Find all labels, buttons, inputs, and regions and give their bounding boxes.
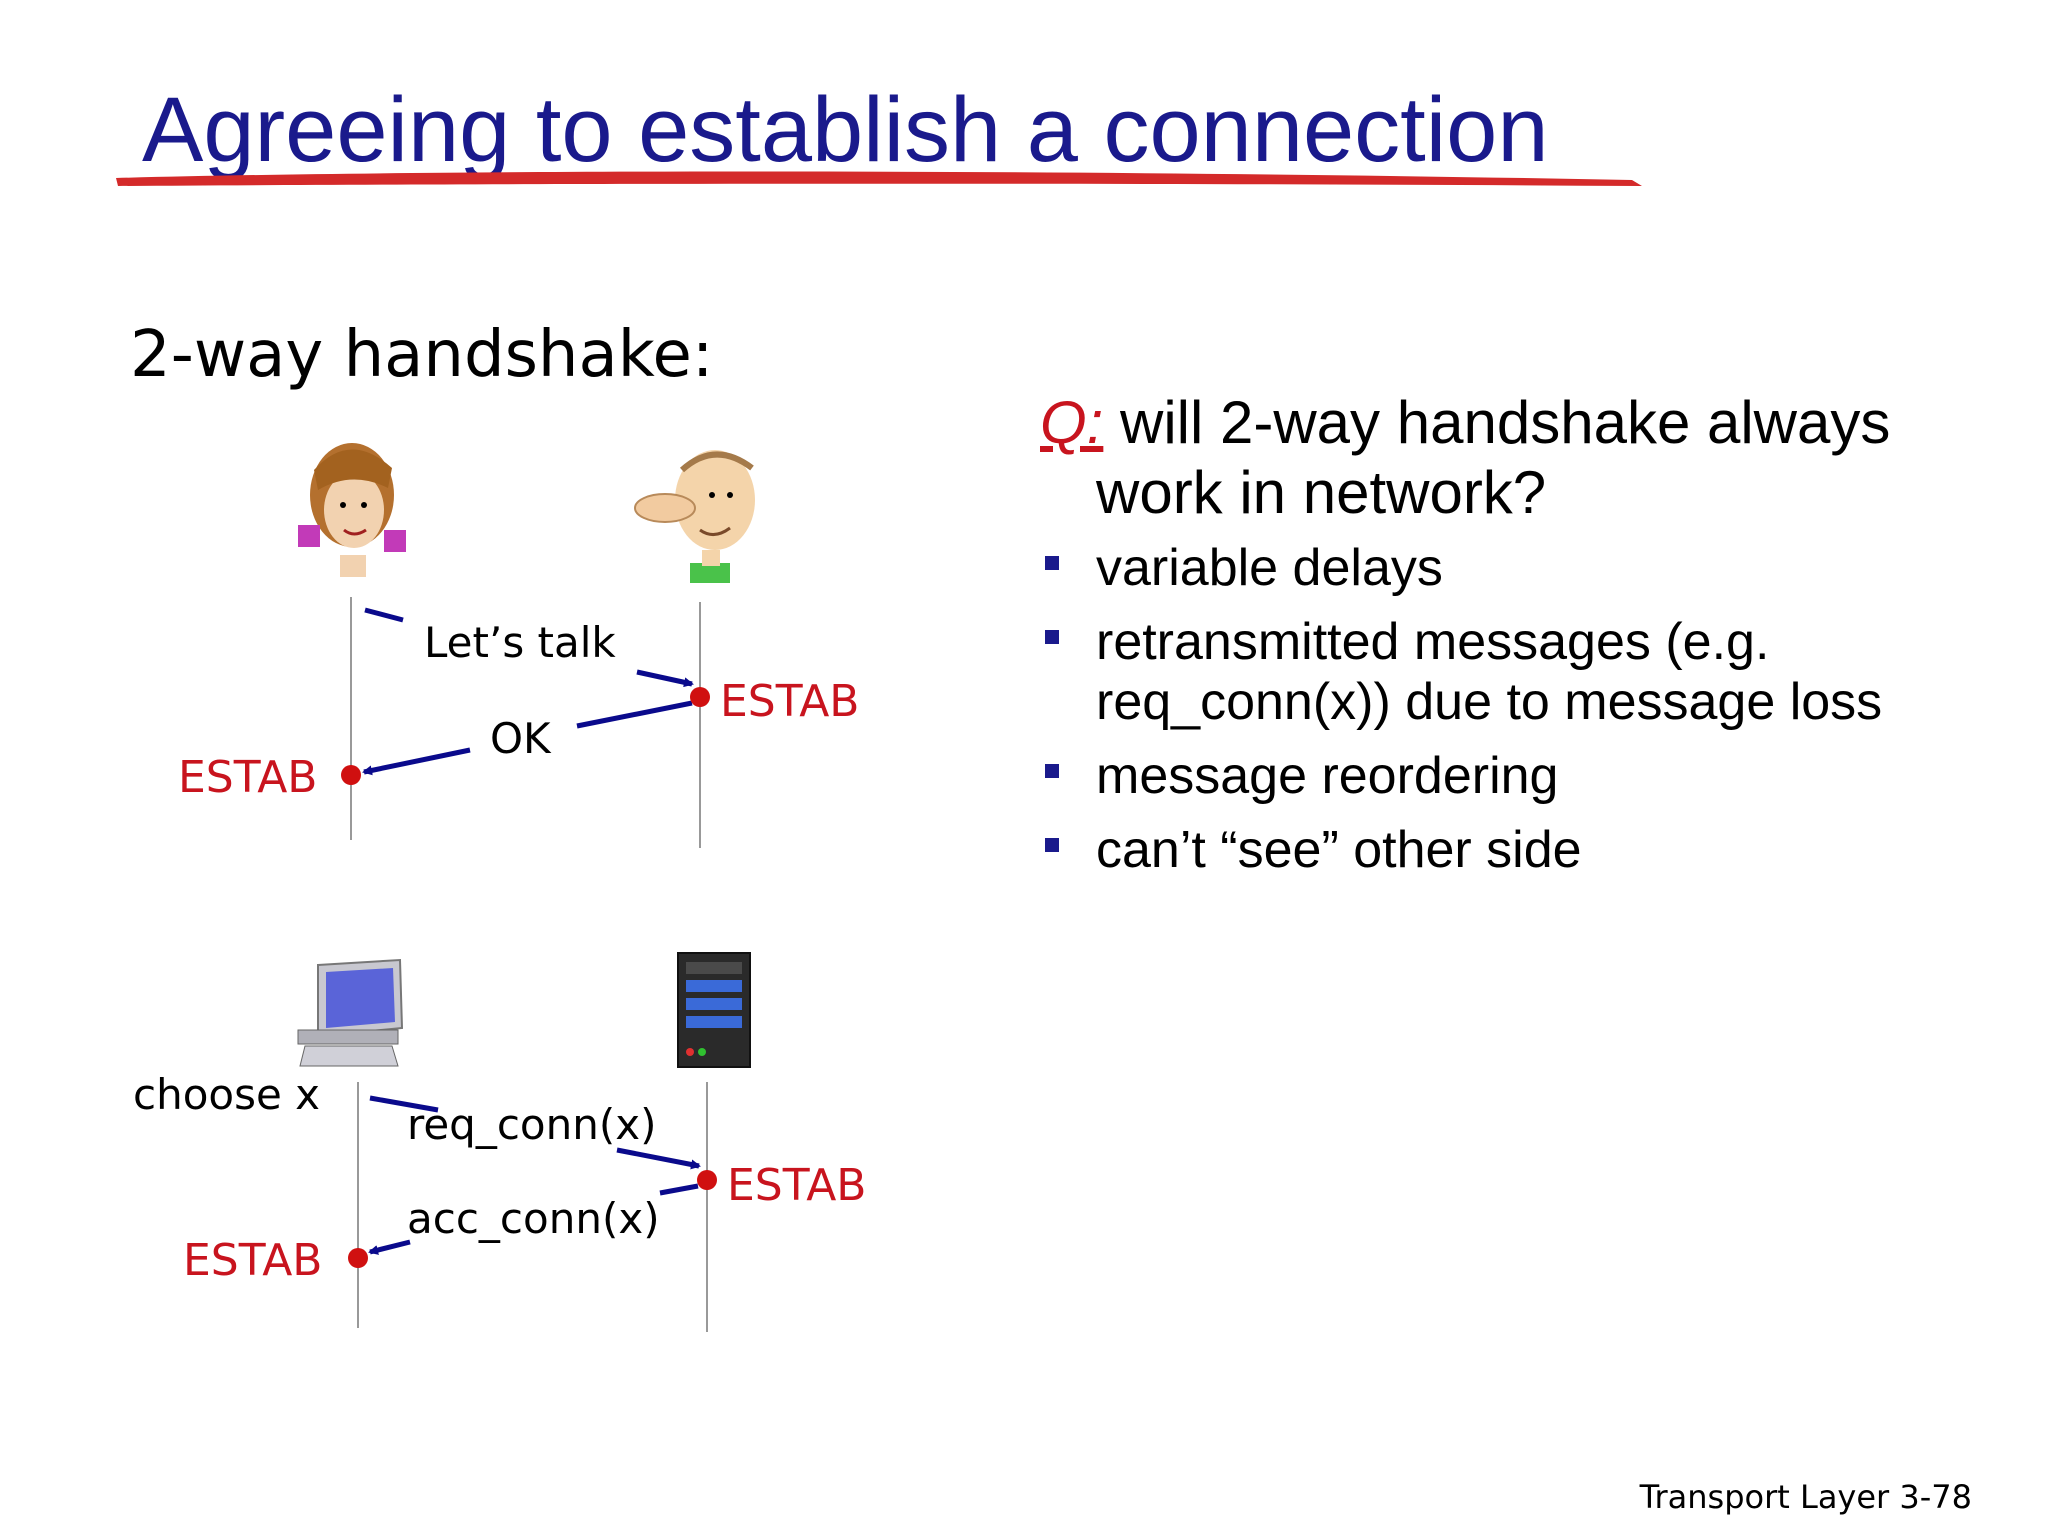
bottom-right-estab-dot <box>697 1170 717 1190</box>
acc-conn-label: acc_conn(x) <box>407 1194 660 1243</box>
list-item: can’t “see” other side <box>1040 820 2000 880</box>
page-number: 3-78 <box>1899 1478 1972 1516</box>
server-icon <box>677 952 751 1068</box>
bottom-left-estab-dot <box>348 1248 368 1268</box>
list-item: retransmitted messages (e.g.req_conn(x))… <box>1040 612 2000 732</box>
question-line-1: Q: will 2-way handshake always <box>1040 388 2000 458</box>
bullet-square-icon <box>1045 838 1059 852</box>
lets-talk-arrow <box>636 669 694 688</box>
issues-list: variable delays retransmitted messages (… <box>1040 538 2000 880</box>
question-line-2: work in network? <box>1096 459 1547 526</box>
ok-arrow-start <box>576 700 693 729</box>
bullet-square-icon <box>1045 764 1059 778</box>
req-conn-arrow-start <box>369 1095 439 1113</box>
list-item: message reordering <box>1040 746 2000 806</box>
man-avatar-icon <box>634 450 755 583</box>
lets-talk-label: Let’s talk <box>424 618 616 667</box>
top-right-estab-label: ESTAB <box>720 676 860 727</box>
woman-avatar-icon <box>298 443 406 577</box>
bottom-right-estab-label: ESTAB <box>727 1160 867 1211</box>
section-subtitle: 2-way handshake: <box>130 318 714 392</box>
acc-conn-arrow <box>368 1239 411 1255</box>
req-conn-label: req_conn(x) <box>407 1100 657 1149</box>
question-prefix: Q: <box>1040 389 1104 456</box>
bullet-square-icon <box>1045 556 1059 570</box>
bottom-left-estab-label: ESTAB <box>183 1235 323 1286</box>
list-item: variable delays <box>1040 538 2000 598</box>
top-left-estab-dot <box>341 765 361 785</box>
top-right-estab-dot <box>690 687 710 707</box>
req-conn-arrow <box>616 1147 701 1170</box>
top-left-estab-label: ESTAB <box>178 752 318 803</box>
footer-section: Transport Layer <box>1639 1478 1890 1516</box>
page-title: Agreeing to establish a connection <box>142 79 1549 181</box>
choose-x-label: choose x <box>133 1070 321 1119</box>
desktop-computer-icon <box>297 958 404 1067</box>
ok-arrow <box>362 747 471 776</box>
question-text-1: will 2-way handshake always <box>1103 389 1891 456</box>
slide-footer: Transport Layer 3-78 <box>1640 1478 1972 1516</box>
lets-talk-arrow-start <box>364 607 404 623</box>
bullet-square-icon <box>1045 630 1059 644</box>
ok-label: OK <box>490 714 551 763</box>
acc-conn-arrow-start <box>659 1183 699 1196</box>
question-block: Q: will 2-way handshake always work in n… <box>1040 388 2000 894</box>
title-underline <box>116 171 1642 186</box>
